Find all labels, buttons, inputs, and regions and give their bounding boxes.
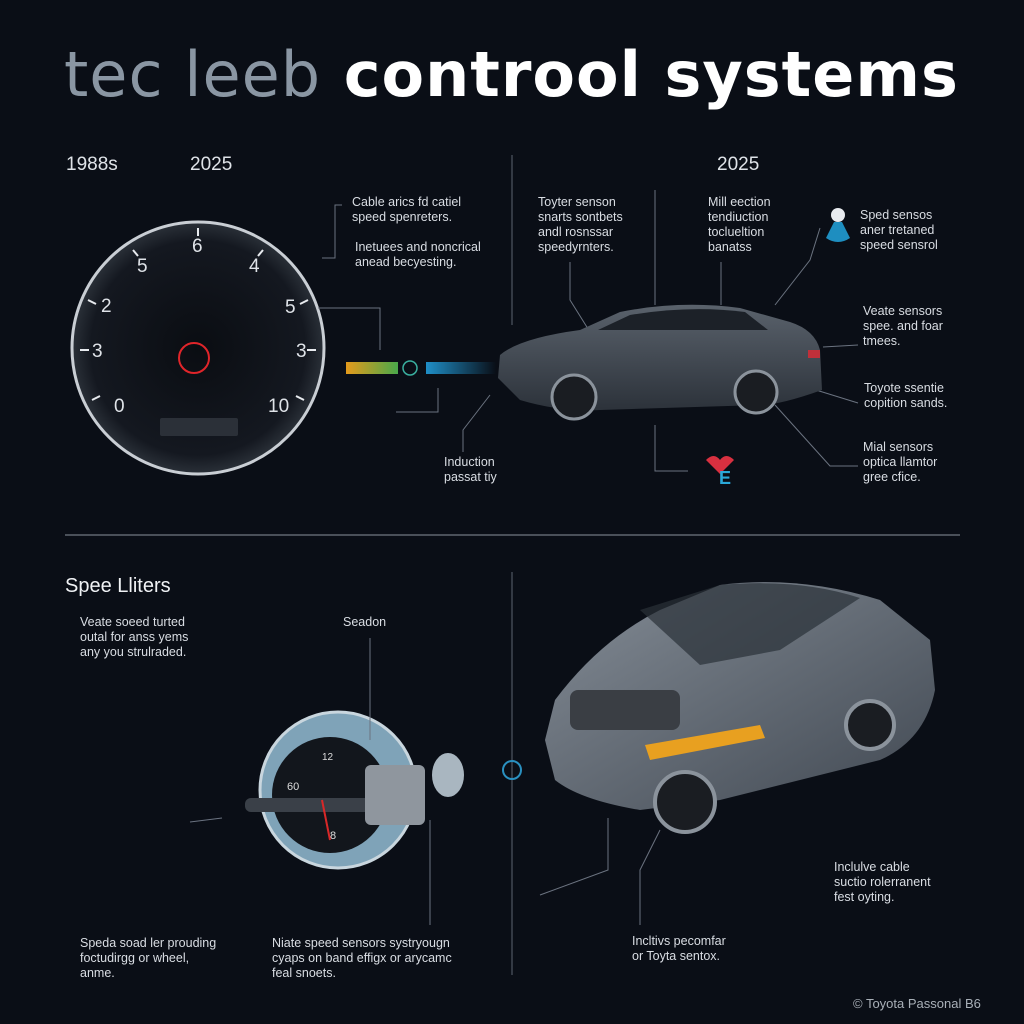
text-line: Toyote ssentie [864, 381, 944, 395]
text-line: Inclulve cable [834, 860, 910, 874]
text-line: Inetuees and noncrical [355, 240, 481, 254]
text-line: speed sensrol [860, 238, 938, 252]
text-line: gree cfice. [863, 470, 921, 484]
year-label: 1988s [66, 154, 118, 175]
text-line: Niate speed sensors systryougn [272, 936, 450, 950]
text-line: or Toyta sentox. [632, 949, 721, 963]
text-line: passat tiy [444, 470, 497, 484]
page-title: tec leeb controol systems [64, 38, 959, 111]
text-line: foctudirgg or wheel, [80, 951, 190, 965]
sensor-icon [831, 208, 845, 222]
text-line: Mial sensors [863, 440, 934, 454]
gauge-label: 3 [92, 341, 103, 362]
gauge-label: 3 [296, 341, 307, 362]
text-line: toclueltion [708, 225, 765, 239]
year-label: 2025 [190, 154, 233, 175]
text-line: cyaps on band effigx or arycamc [272, 951, 452, 965]
gauge-label: 60 [287, 781, 300, 793]
speed-sensor-assembly [245, 710, 522, 870]
speedometer-gauge [70, 220, 326, 476]
text-line: optica llamtor [863, 455, 938, 469]
text-line: fest oyting. [834, 890, 895, 904]
section-heading: Spee Lliters [65, 575, 171, 597]
text-line: copition sands. [864, 396, 948, 410]
gauge-label: 10 [268, 396, 290, 417]
text-line: Toyter senson [538, 195, 616, 209]
gauge-label: 4 [249, 256, 260, 277]
gauge-label: 8 [330, 830, 337, 842]
text-line: snarts sontbets [538, 210, 623, 224]
text-line: anead becyesting. [355, 255, 457, 269]
copyright: © Toyota Passonal B6 [853, 996, 981, 1011]
gauge-label: 5 [137, 256, 148, 277]
text-line: speed spenreters. [352, 210, 453, 224]
text-line: feal snoets. [272, 966, 336, 980]
gauge-label: 6 [192, 236, 203, 257]
year-label: 2025 [717, 154, 760, 175]
annotation-seadon: Seadon [343, 615, 387, 629]
text-line: outal for anss yems [80, 630, 189, 644]
text-line: Mill eection [708, 195, 771, 209]
text-line: Induction [444, 455, 495, 469]
gauge-label: 2 [101, 296, 112, 317]
text-line: andl rosnssar [538, 225, 614, 239]
text-line: Cable arics fd catiel [352, 195, 462, 209]
gauge-label: 5 [285, 297, 296, 318]
text-line: Veate soeed turted [80, 615, 185, 629]
e-label: E [719, 468, 732, 488]
gauge-label: 12 [322, 752, 334, 763]
car-side-view [498, 304, 822, 421]
text-line: aner tretaned [860, 223, 935, 237]
text-line: suctio rolerranent [834, 875, 931, 889]
text-line: Sped sensos [860, 208, 933, 222]
text-line: Veate sensors [863, 304, 943, 318]
heart-icon [706, 456, 734, 474]
gauge-label: 0 [114, 396, 125, 417]
text-line: tmees. [863, 334, 901, 348]
text-line: speedyrnters. [538, 240, 614, 254]
text-line: Speda soad ler prouding [80, 936, 217, 950]
car-cutaway-view [545, 582, 935, 834]
text-line: Incltivs pecomfar [632, 934, 726, 948]
text-line: any you strulraded. [80, 645, 187, 659]
text-line: anme. [80, 966, 115, 980]
text-line: spee. and foar [863, 319, 943, 333]
text-line: banatss [708, 240, 752, 254]
text-line: tendiuction [708, 210, 769, 224]
